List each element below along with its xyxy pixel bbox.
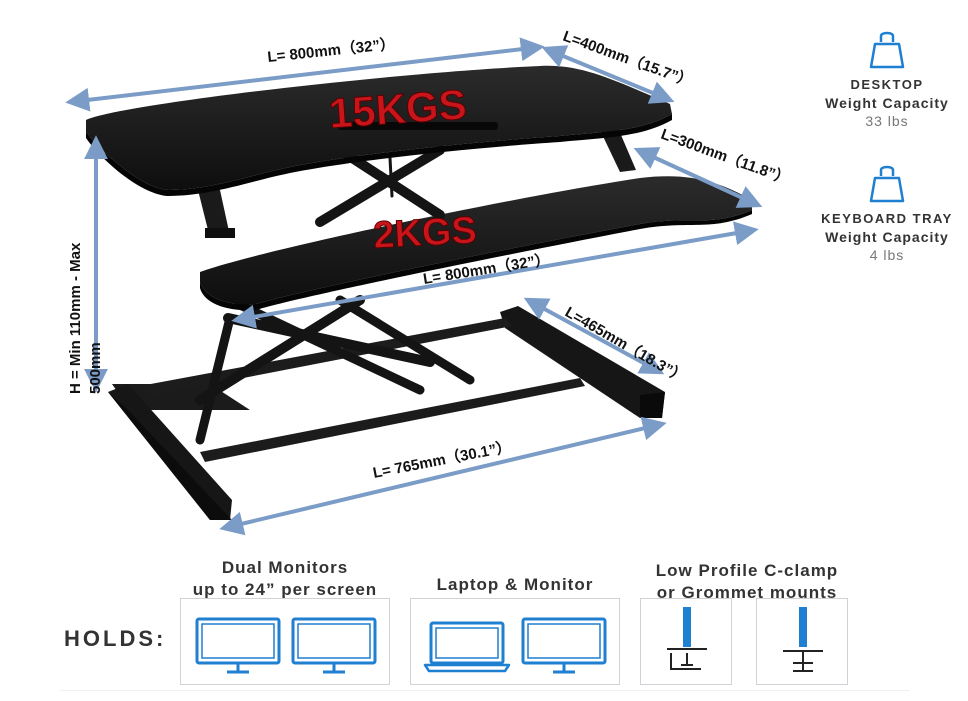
monitor-icon xyxy=(195,617,281,674)
dimension-arrows xyxy=(65,37,763,536)
footer-divider xyxy=(60,690,910,691)
desktop-brackets xyxy=(198,128,636,238)
desktop-capacity-title: DESKTOP xyxy=(850,77,924,92)
laptop-icon xyxy=(423,621,511,673)
desktop-width-arrow xyxy=(65,37,545,112)
tray-capacity-value: 4 lbs xyxy=(869,247,905,263)
tray-capacity-title: KEYBOARD TRAY xyxy=(821,211,953,226)
c-clamp-label: Low Profile C-clamp or Grommet mounts xyxy=(655,561,839,602)
base-depth-arrow xyxy=(523,297,665,375)
base-width-arrow xyxy=(219,416,667,536)
holds-label: HOLDS: xyxy=(64,626,167,651)
desktop-capacity-value: 33 lbs xyxy=(865,113,909,129)
desktop-width-label: L= 800mm（32”） xyxy=(267,35,396,66)
laptop-monitor-label: Laptop & Monitor xyxy=(436,575,594,594)
weight-bag-icon xyxy=(869,165,905,203)
grommet-mount-icon xyxy=(783,607,823,672)
c-clamp-icon xyxy=(667,607,707,670)
desktop-depth-arrow xyxy=(541,45,675,104)
dual-monitors-label: Dual Monitors up to 24” per screen xyxy=(192,558,378,599)
laptop-monitor-panel xyxy=(410,598,620,685)
weight-bag-icon xyxy=(869,31,905,69)
tray-width-arrow xyxy=(231,221,759,329)
monitor-icon xyxy=(291,617,377,674)
desktop-capacity: DESKTOP Weight Capacity 33 lbs xyxy=(812,30,962,130)
dual-monitors-panel xyxy=(180,598,390,685)
tray-capacity-subtitle: Weight Capacity xyxy=(825,229,949,245)
grommet-panel xyxy=(756,598,848,685)
monitor-icon xyxy=(521,617,607,674)
desktop-capacity-subtitle: Weight Capacity xyxy=(825,95,949,111)
height-label-line1: H = Min 110mm - Max xyxy=(67,242,84,394)
height-label-line2: 500mm xyxy=(87,342,104,394)
desktop-load-label: 15KGS xyxy=(327,80,468,136)
standing-desk-converter xyxy=(86,65,752,520)
c-clamp-panel xyxy=(640,598,732,685)
tray-load-label: 2KGS xyxy=(372,210,478,257)
tray-depth-arrow xyxy=(633,147,763,208)
tray-capacity: KEYBOARD TRAY Weight Capacity 4 lbs xyxy=(808,164,966,264)
